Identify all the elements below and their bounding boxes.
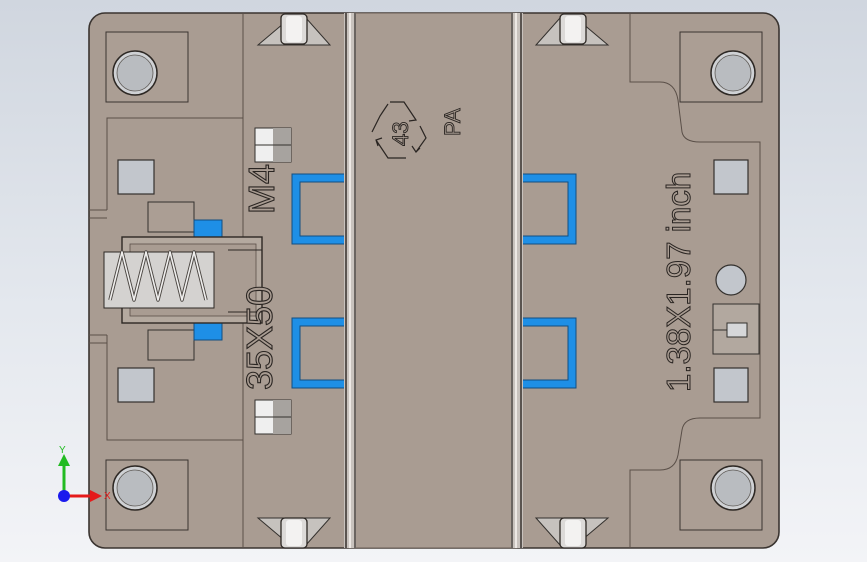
center-rail-strip <box>348 12 518 549</box>
roller-clip-top-right <box>534 13 610 46</box>
locating-pin <box>715 264 747 296</box>
roller-clip-top-left <box>256 13 332 46</box>
thread-label: M4 <box>241 164 282 214</box>
slot-feature <box>712 303 760 355</box>
indicator-tab-bottom <box>254 399 292 435</box>
material-label: PA <box>440 108 465 136</box>
rail-right <box>511 13 523 548</box>
mount-pad-bottom-left <box>105 459 189 531</box>
mount-pad-top-right <box>679 31 763 103</box>
mount-pad-top-left <box>105 31 189 103</box>
latch-assembly <box>103 201 263 361</box>
axis-x-label: X <box>104 491 111 502</box>
right-block-edges <box>629 13 761 548</box>
indicator-tab-top <box>254 127 292 163</box>
square-bosses <box>117 159 749 403</box>
rail-left <box>344 13 356 548</box>
unit-size-label: 1.38X1.97 inch <box>660 172 697 392</box>
roller-clip-bottom-left <box>256 517 332 549</box>
axis-triad: Y X <box>58 445 111 502</box>
mount-pad-bottom-right <box>679 459 763 531</box>
recycle-icon <box>371 101 427 159</box>
blue-clip-slots <box>291 173 577 389</box>
roller-clip-bottom-right <box>534 517 610 549</box>
axis-y-label: Y <box>59 445 66 456</box>
recycle-code: 43 <box>388 122 413 146</box>
size-label: 35X50 <box>239 286 280 390</box>
